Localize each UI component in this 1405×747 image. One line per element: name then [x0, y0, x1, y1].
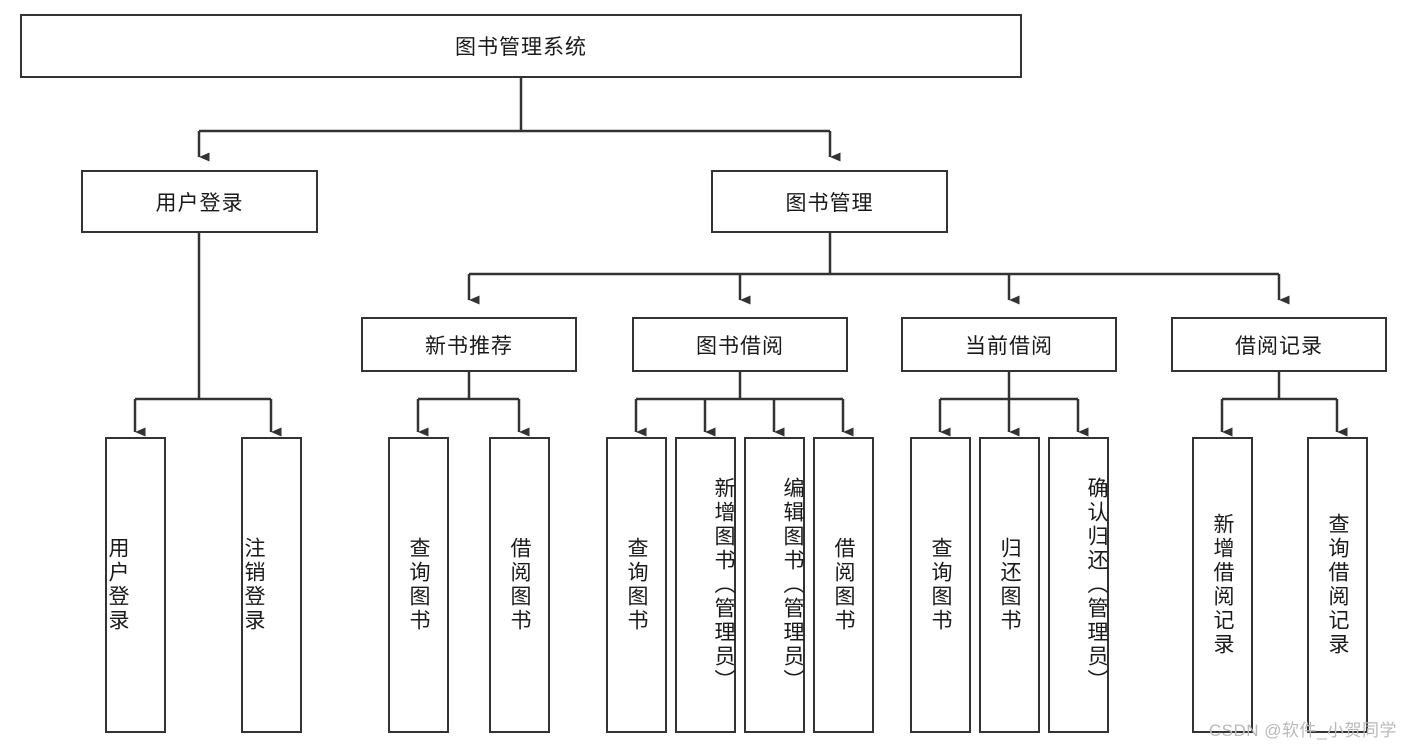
node-book-management-label: 图书管理	[785, 191, 874, 215]
node-book-management[interactable]: 图书管理	[711, 170, 948, 233]
node-leaf-query-book-1-label: 查询图书	[407, 537, 430, 633]
node-user-login-label: 用户登录	[155, 191, 244, 215]
node-leaf-borrow-book-1-label: 借阅图书	[508, 537, 531, 633]
node-borrow-record-label: 借阅记录	[1235, 334, 1323, 358]
node-leaf-borrow-book-1[interactable]: 借阅图书	[489, 437, 550, 733]
node-leaf-return-book[interactable]: 归还图书	[979, 437, 1040, 733]
node-leaf-query-borrow-record-label: 查询借阅记录	[1326, 513, 1349, 657]
node-leaf-return-book-label: 归还图书	[998, 537, 1021, 633]
node-new-book-recommend[interactable]: 新书推荐	[361, 317, 577, 372]
node-current-borrow[interactable]: 当前借阅	[901, 317, 1117, 372]
node-leaf-query-book-1[interactable]: 查询图书	[388, 437, 449, 733]
node-leaf-query-book-2[interactable]: 查询图书	[606, 437, 667, 733]
node-leaf-user-login[interactable]: 用户登录	[105, 437, 166, 733]
node-leaf-confirm-return-label: 确认归还（管理员）	[1085, 477, 1108, 693]
node-borrow-record[interactable]: 借阅记录	[1171, 317, 1387, 372]
node-leaf-confirm-return[interactable]: 确认归还（管理员）	[1048, 437, 1109, 733]
node-leaf-add-borrow-record[interactable]: 新增借阅记录	[1192, 437, 1253, 733]
node-leaf-query-book-3-label: 查询图书	[929, 537, 952, 633]
node-leaf-logout[interactable]: 注销登录	[241, 437, 302, 733]
node-book-borrow-label: 图书借阅	[696, 334, 784, 358]
watermark-text: CSDN @软件_小贺同学	[1208, 721, 1397, 740]
node-leaf-query-book-2-label: 查询图书	[625, 537, 648, 633]
node-leaf-user-login-label: 用户登录	[106, 537, 129, 633]
node-current-borrow-label: 当前借阅	[965, 334, 1053, 358]
node-leaf-add-borrow-record-label: 新增借阅记录	[1211, 513, 1234, 657]
node-book-borrow[interactable]: 图书借阅	[632, 317, 848, 372]
node-leaf-query-borrow-record[interactable]: 查询借阅记录	[1307, 437, 1368, 733]
node-new-book-recommend-label: 新书推荐	[425, 334, 513, 358]
node-leaf-edit-book-label: 编辑图书（管理员）	[781, 477, 804, 693]
node-root-label: 图书管理系统	[455, 36, 587, 59]
node-leaf-query-book-3[interactable]: 查询图书	[910, 437, 971, 733]
node-leaf-borrow-book-2[interactable]: 借阅图书	[813, 437, 874, 733]
node-user-login[interactable]: 用户登录	[81, 170, 318, 233]
node-leaf-borrow-book-2-label: 借阅图书	[832, 537, 855, 633]
node-root[interactable]: 图书管理系统	[20, 14, 1022, 78]
node-leaf-edit-book[interactable]: 编辑图书（管理员）	[744, 437, 805, 733]
node-leaf-add-book[interactable]: 新增图书（管理员）	[675, 437, 736, 733]
node-leaf-add-book-label: 新增图书（管理员）	[712, 477, 735, 693]
node-leaf-logout-label: 注销登录	[242, 537, 265, 633]
